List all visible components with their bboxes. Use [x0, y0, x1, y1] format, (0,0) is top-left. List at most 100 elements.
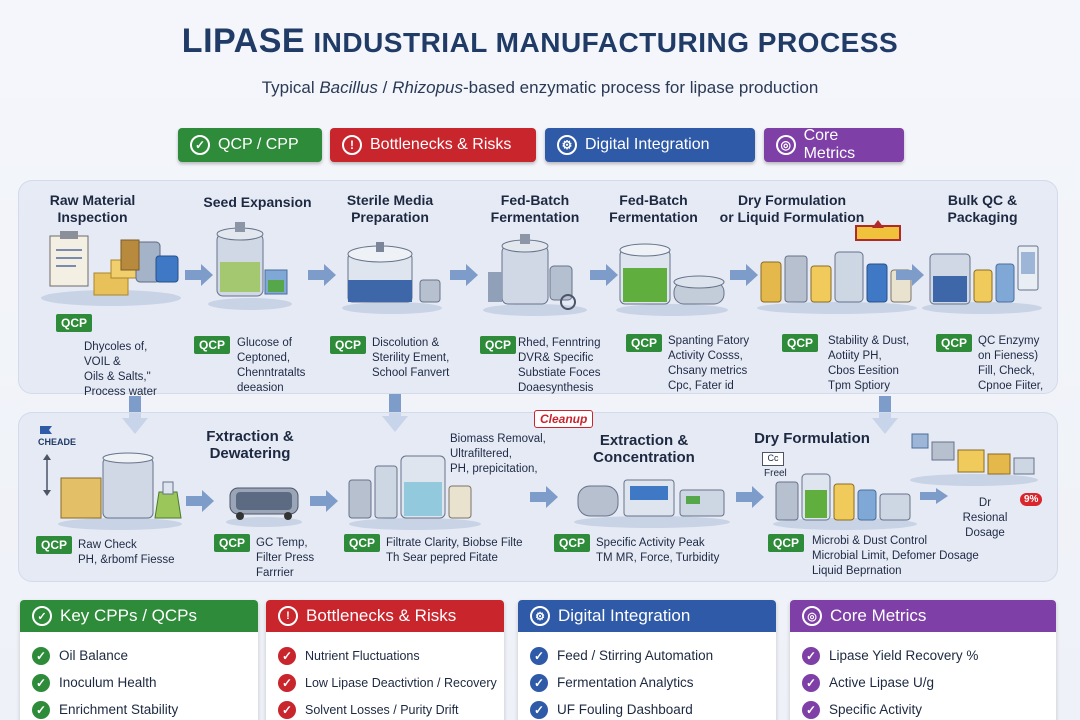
qcp-badge-raw-material: QCP: [56, 314, 93, 332]
qcp-badge-sterile-media: QCP: [330, 336, 367, 354]
vertical-range-icon: [43, 454, 51, 496]
legend-digital-button[interactable]: ⚙ Digital Integration: [545, 128, 755, 162]
check-icon: ✓: [32, 673, 50, 692]
subtitle-organism-2: Rhizopus: [392, 78, 463, 97]
flow-arrow-r1-5: [730, 264, 758, 286]
fermenter-1-illustration: [483, 234, 587, 316]
formulation-illustration: [757, 251, 917, 314]
flow-arrow-r1-6: [896, 264, 924, 286]
clarification-illustration: [348, 455, 481, 530]
step-extraction-concentration-title: Extraction & Concentration: [593, 432, 695, 466]
qcp-text-concentration: Specific Activity Peak TM MR, Force, Tur…: [596, 537, 720, 564]
legend-digital-label: Digital Integration: [585, 136, 710, 153]
list-item-label: Nutrient Fluctuations: [305, 648, 420, 663]
list-item-label: Lipase Yield Recovery %: [829, 648, 979, 663]
panel-digital-title: Digital Integration: [558, 606, 691, 625]
step-seed-expansion-title: Seed Expansion: [203, 194, 312, 210]
list-item: ✓Oil Balance: [32, 642, 258, 669]
step-bulk-qc-title: Bulk QC & Packaging: [947, 192, 1018, 225]
concentration-illustration: [574, 479, 730, 528]
gears-icon: ⚙: [530, 606, 550, 626]
warning-sign-icon: [855, 220, 901, 241]
check-icon: ✓: [278, 646, 296, 665]
qcp-text-fermentation-2: Spanting Fatory Activity Cosss, Chsany m…: [668, 335, 750, 392]
check-icon: ✓: [278, 673, 296, 692]
panel-core-metrics-list: ✓Lipase Yield Recovery % ✓Active Lipase …: [790, 632, 1056, 720]
panel-key-cpps-header: ✓ Key CPPs / QCPs: [20, 600, 258, 632]
qcp-text-raw-material: Dhycoles of, VOIL & Oils & Salts," Proce…: [84, 341, 157, 398]
title-rest: INDUSTRIAL MANUFACTURING PROCESS: [313, 27, 899, 58]
qcp-text-formulation: Stability & Dust, Aotiity PH, Cbos Eesit…: [828, 335, 910, 392]
raw-material-illustration: [41, 231, 181, 306]
check-circle-icon: ✓: [190, 135, 210, 155]
panel-bottlenecks-title: Bottlenecks & Risks: [306, 606, 457, 625]
biomass-removal-note: Biomass Removal, Ultrafiltered, PH, prep…: [450, 433, 546, 475]
flow-arrow-r1-1: [185, 264, 213, 286]
panel-bottlenecks: ! Bottlenecks & Risks ✓ Nutrient Fluctuat…: [266, 600, 504, 720]
list-item: ✓UF Fouling Dashboard: [530, 696, 776, 720]
alert-drop-icon: !: [342, 135, 362, 155]
qcp-badge-raw-check: QCP: [36, 536, 73, 554]
flow-arrow-r1-4: [590, 264, 618, 286]
gears-icon: ⚙: [557, 135, 577, 155]
check-icon: ✓: [530, 673, 548, 692]
panel-core-metrics: ◎ Core Metrics ✓Lipase Yield Recovery % …: [790, 600, 1056, 720]
list-item-label: Specific Activity: [829, 702, 923, 717]
qcp-text-fermentation-1: Rhed, Fenntring DVR& Specific Substiate …: [518, 337, 601, 394]
subtitle-organism-1: Bacillus: [319, 78, 378, 97]
qcp-text-dry-formulation: Microbi & Dust Control Microbial Limit, …: [812, 535, 979, 577]
alert-drop-icon: !: [278, 606, 298, 626]
qcp-badge-formulation: QCP: [782, 334, 819, 352]
panel-key-cpps-list: ✓Oil Balance ✓ Inoculum Health ✓Enrichmen…: [20, 632, 258, 720]
list-item-label: Active Lipase U/g: [829, 675, 935, 690]
step-sterile-media-title: Sterile Media Preparation: [346, 192, 434, 225]
list-item-label: Enrichment Stability: [59, 702, 179, 717]
step-formulation-title: Dry Formulation or Liquid Formulation: [719, 192, 865, 225]
flow-arrow-r2-5: [920, 488, 948, 504]
qcp-text-raw-check: Raw Check PH, &rbomf Fiesse: [78, 539, 175, 566]
page-title: LIPASE INDUSTRIAL MANUFACTURING PROCESS: [0, 22, 1080, 61]
title-main-word: LIPASE: [181, 22, 306, 60]
qcp-badge-seed-expansion: QCP: [194, 336, 231, 354]
list-item-label: Low Lipase Deactivtion / Recovery: [305, 675, 497, 690]
flow-arrow-r2-3: [530, 486, 558, 508]
list-item-label: Inoculum Health: [59, 675, 157, 690]
legend-qcp-button[interactable]: ✓ QCP / CPP: [178, 128, 322, 162]
qcp-text-sterile-media: Discolution & Sterility Ement, School Fa…: [372, 337, 450, 379]
legend-bar: ✓ QCP / CPP ! Bottlenecks & Risks ⚙ Digi…: [0, 127, 1080, 162]
filter-press-illustration: [226, 487, 302, 527]
target-icon: ◎: [776, 135, 796, 155]
qcp-badge-dry-formulation: QCP: [768, 534, 805, 552]
legend-risk-label: Bottlenecks & Risks: [370, 136, 512, 153]
legend-metrics-button[interactable]: ◎ Core Metrics: [764, 127, 904, 162]
list-item: ✓Active Lipase U/g: [802, 669, 1056, 696]
legend-risk-button[interactable]: ! Bottlenecks & Risks: [330, 128, 536, 162]
panel-core-metrics-header: ◎ Core Metrics: [790, 600, 1056, 632]
panel-core-metrics-title: Core Metrics: [830, 606, 927, 625]
list-item: ✓Enrichment Stability: [32, 696, 258, 720]
flow-arrow-r2-1: [186, 490, 214, 512]
check-icon: ✓: [278, 700, 296, 719]
list-item-label: Feed / Stirring Automation: [557, 648, 714, 663]
fermenter-2-illustration: [616, 243, 728, 316]
page-subtitle: Typical Bacillus / Rhizopus-based enzyma…: [0, 78, 1080, 98]
qcp-text-clarification: Filtrate Clarity, Biobse Filte Th Sear p…: [386, 537, 523, 564]
cheade-label: CHEADE: [38, 437, 77, 447]
flow-arrow-r2-2: [310, 490, 338, 512]
qcp-text-bulk-qc: QC Enzymy on Fieness) Fill, Check, Cpnoe…: [978, 335, 1044, 392]
step-fermentation-1-title: Fed-Batch Fermentation: [490, 192, 580, 225]
flow-arrow-r1-3: [450, 264, 478, 286]
seed-vessel-illustration: [208, 222, 292, 310]
panel-digital-header: ⚙ Digital Integration: [518, 600, 776, 632]
list-item-label: Solvent Losses / Purity Drift: [305, 702, 459, 717]
list-item: ✓Specific Activity: [802, 696, 1056, 720]
check-circle-icon: ✓: [32, 606, 52, 626]
step-raw-material-title: Raw Material Inspection: [49, 192, 136, 225]
legend-qcp-label: QCP / CPP: [218, 136, 299, 153]
subtitle-post: -based enzymatic process for lipase prod…: [462, 78, 819, 97]
qcp-badge-fermentation-2: QCP: [626, 334, 663, 352]
list-item: ✓ Low Lipase Deactivtion / Recovery: [278, 669, 504, 696]
qcp-badge-clarification: QCP: [344, 534, 381, 552]
panel-digital: ⚙ Digital Integration ✓ Feed / Stirring A…: [518, 600, 776, 720]
flow-arrow-r2-4: [736, 486, 764, 508]
